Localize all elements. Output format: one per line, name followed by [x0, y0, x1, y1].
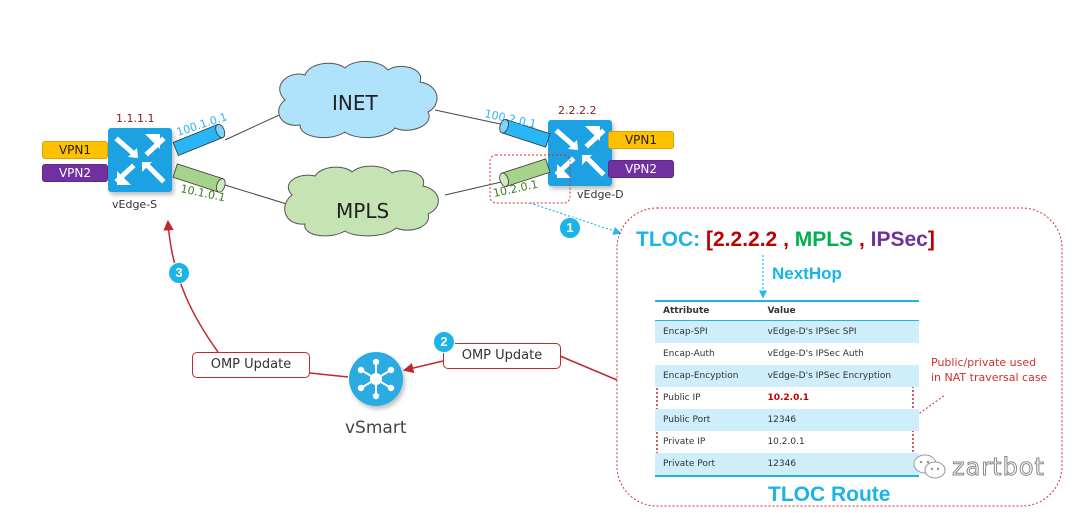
omp-update-box-to-vedge-s: OMP Update — [192, 352, 310, 378]
vedge-d-system-ip: 2.2.2.2 — [558, 104, 597, 117]
vedge-s-vpn2-tag[interactable]: VPN2 — [42, 164, 108, 182]
tunnel-s-mpls — [172, 163, 226, 193]
tloc-color: MPLS — [794, 228, 854, 251]
tloc-attribute-table: Attribute Value Encap-SPI vEdge-D's IPSe… — [655, 300, 919, 477]
tloc-system-ip: 2.2.2.2 — [713, 228, 778, 251]
nat-annotation-line2: in NAT traversal case — [931, 371, 1048, 384]
step-1-badge: 1 — [559, 217, 581, 239]
header-attribute: Attribute — [663, 306, 710, 316]
vedge-d-router-icon[interactable] — [548, 120, 612, 186]
annotation-leader — [912, 394, 946, 419]
omp-line-from-tloc — [559, 355, 618, 381]
vsmart-label: vSmart — [345, 418, 407, 438]
attribute-cell: Private IP — [663, 437, 706, 447]
table-row: Encap-Auth vEdge-D's IPSec Auth — [655, 343, 919, 365]
step-3-badge: 3 — [168, 262, 190, 284]
value-cell: vEdge-D's IPSec Auth — [767, 349, 864, 359]
chat-bubble-icon — [913, 454, 946, 479]
step-2-badge: 2 — [433, 331, 455, 353]
tloc-open-bracket: [ — [706, 228, 713, 251]
tloc-encap: IPSec — [870, 228, 928, 251]
nexthop-label: NextHop — [772, 264, 842, 283]
value-cell: vEdge-D's IPSec SPI — [759, 320, 919, 343]
inet-cloud-label: INET — [332, 91, 378, 115]
table-header-row: Attribute Value — [655, 301, 919, 321]
inet-cloud — [278, 61, 438, 139]
watermark: zartbot — [912, 452, 1045, 482]
mpls-cloud — [284, 165, 439, 237]
vedge-s-router-icon[interactable] — [108, 128, 172, 192]
table-row: Encap-Encyption vEdge-D's IPSec Encrypti… — [655, 365, 919, 387]
vedge-d-vpn2-tag[interactable]: VPN2 — [608, 160, 674, 178]
attribute-cell: Encap-Encyption — [655, 365, 760, 387]
table-row: Encap-SPI vEdge-D's IPSec SPI — [655, 320, 919, 343]
link-s-mpls — [224, 184, 291, 206]
tunnel-d-mpls — [499, 158, 551, 187]
attribute-cell: Public IP — [663, 393, 701, 403]
omp-arrow-to-vedge-s — [163, 219, 219, 353]
tloc-route-box — [616, 207, 1063, 507]
attribute-cell: Public Port — [655, 409, 760, 431]
tloc-route-label: TLOC Route — [768, 483, 891, 506]
tloc-title: TLOC: [2.2.2.2 , MPLS , IPSec] — [636, 228, 935, 252]
vedge-s-system-ip: 1.1.1.1 — [116, 112, 155, 125]
attribute-cell: Private Port — [655, 453, 760, 476]
value-cell: 10.2.0.1 — [767, 437, 805, 447]
attribute-cell: Encap-Auth — [663, 349, 715, 359]
tloc-close-bracket: ] — [927, 228, 935, 251]
table-row: Private IP 10.2.0.1 — [655, 431, 919, 453]
vedge-d-vpn1-tag[interactable]: VPN1 — [608, 131, 674, 149]
header-value: Value — [767, 306, 796, 316]
value-cell: 10.2.0.1 — [767, 393, 810, 403]
table-row: Public IP 10.2.0.1 — [655, 387, 919, 409]
attribute-cell: Encap-SPI — [655, 320, 760, 343]
tloc-sep2: , — [858, 228, 865, 251]
value-cell: 12346 — [759, 409, 919, 431]
watermark-text: zartbot — [952, 453, 1045, 482]
omp-line-from-vsmart — [309, 372, 349, 378]
omp-update-box-from-tloc: OMP Update — [443, 343, 561, 369]
link-d-inet — [434, 109, 506, 126]
mpls-cloud-label: MPLS — [336, 199, 390, 223]
vedge-d-label: vEdge-D — [577, 188, 624, 201]
nat-annotation-line1: Public/private used — [931, 356, 1037, 369]
vedge-s-label: vEdge-S — [112, 198, 158, 211]
vsmart-icon[interactable] — [349, 352, 403, 406]
tunnel-d-inet — [499, 119, 551, 148]
tloc-sep1: , — [783, 228, 789, 251]
table-row: Public Port 12346 — [655, 409, 919, 431]
tloc-prefix: TLOC: — [636, 228, 701, 251]
omp-arrow-to-vsmart — [402, 360, 444, 374]
vedge-s-vpn1-tag[interactable]: VPN1 — [42, 141, 108, 159]
nat-annotation: Public/private used in NAT traversal cas… — [931, 355, 1047, 385]
table-row: Private Port 12346 — [655, 453, 919, 476]
tunnel-s-inet — [172, 123, 226, 157]
value-cell: vEdge-D's IPSec Encryption — [759, 365, 919, 387]
value-cell: 12346 — [759, 453, 919, 476]
link-d-mpls — [444, 179, 511, 196]
